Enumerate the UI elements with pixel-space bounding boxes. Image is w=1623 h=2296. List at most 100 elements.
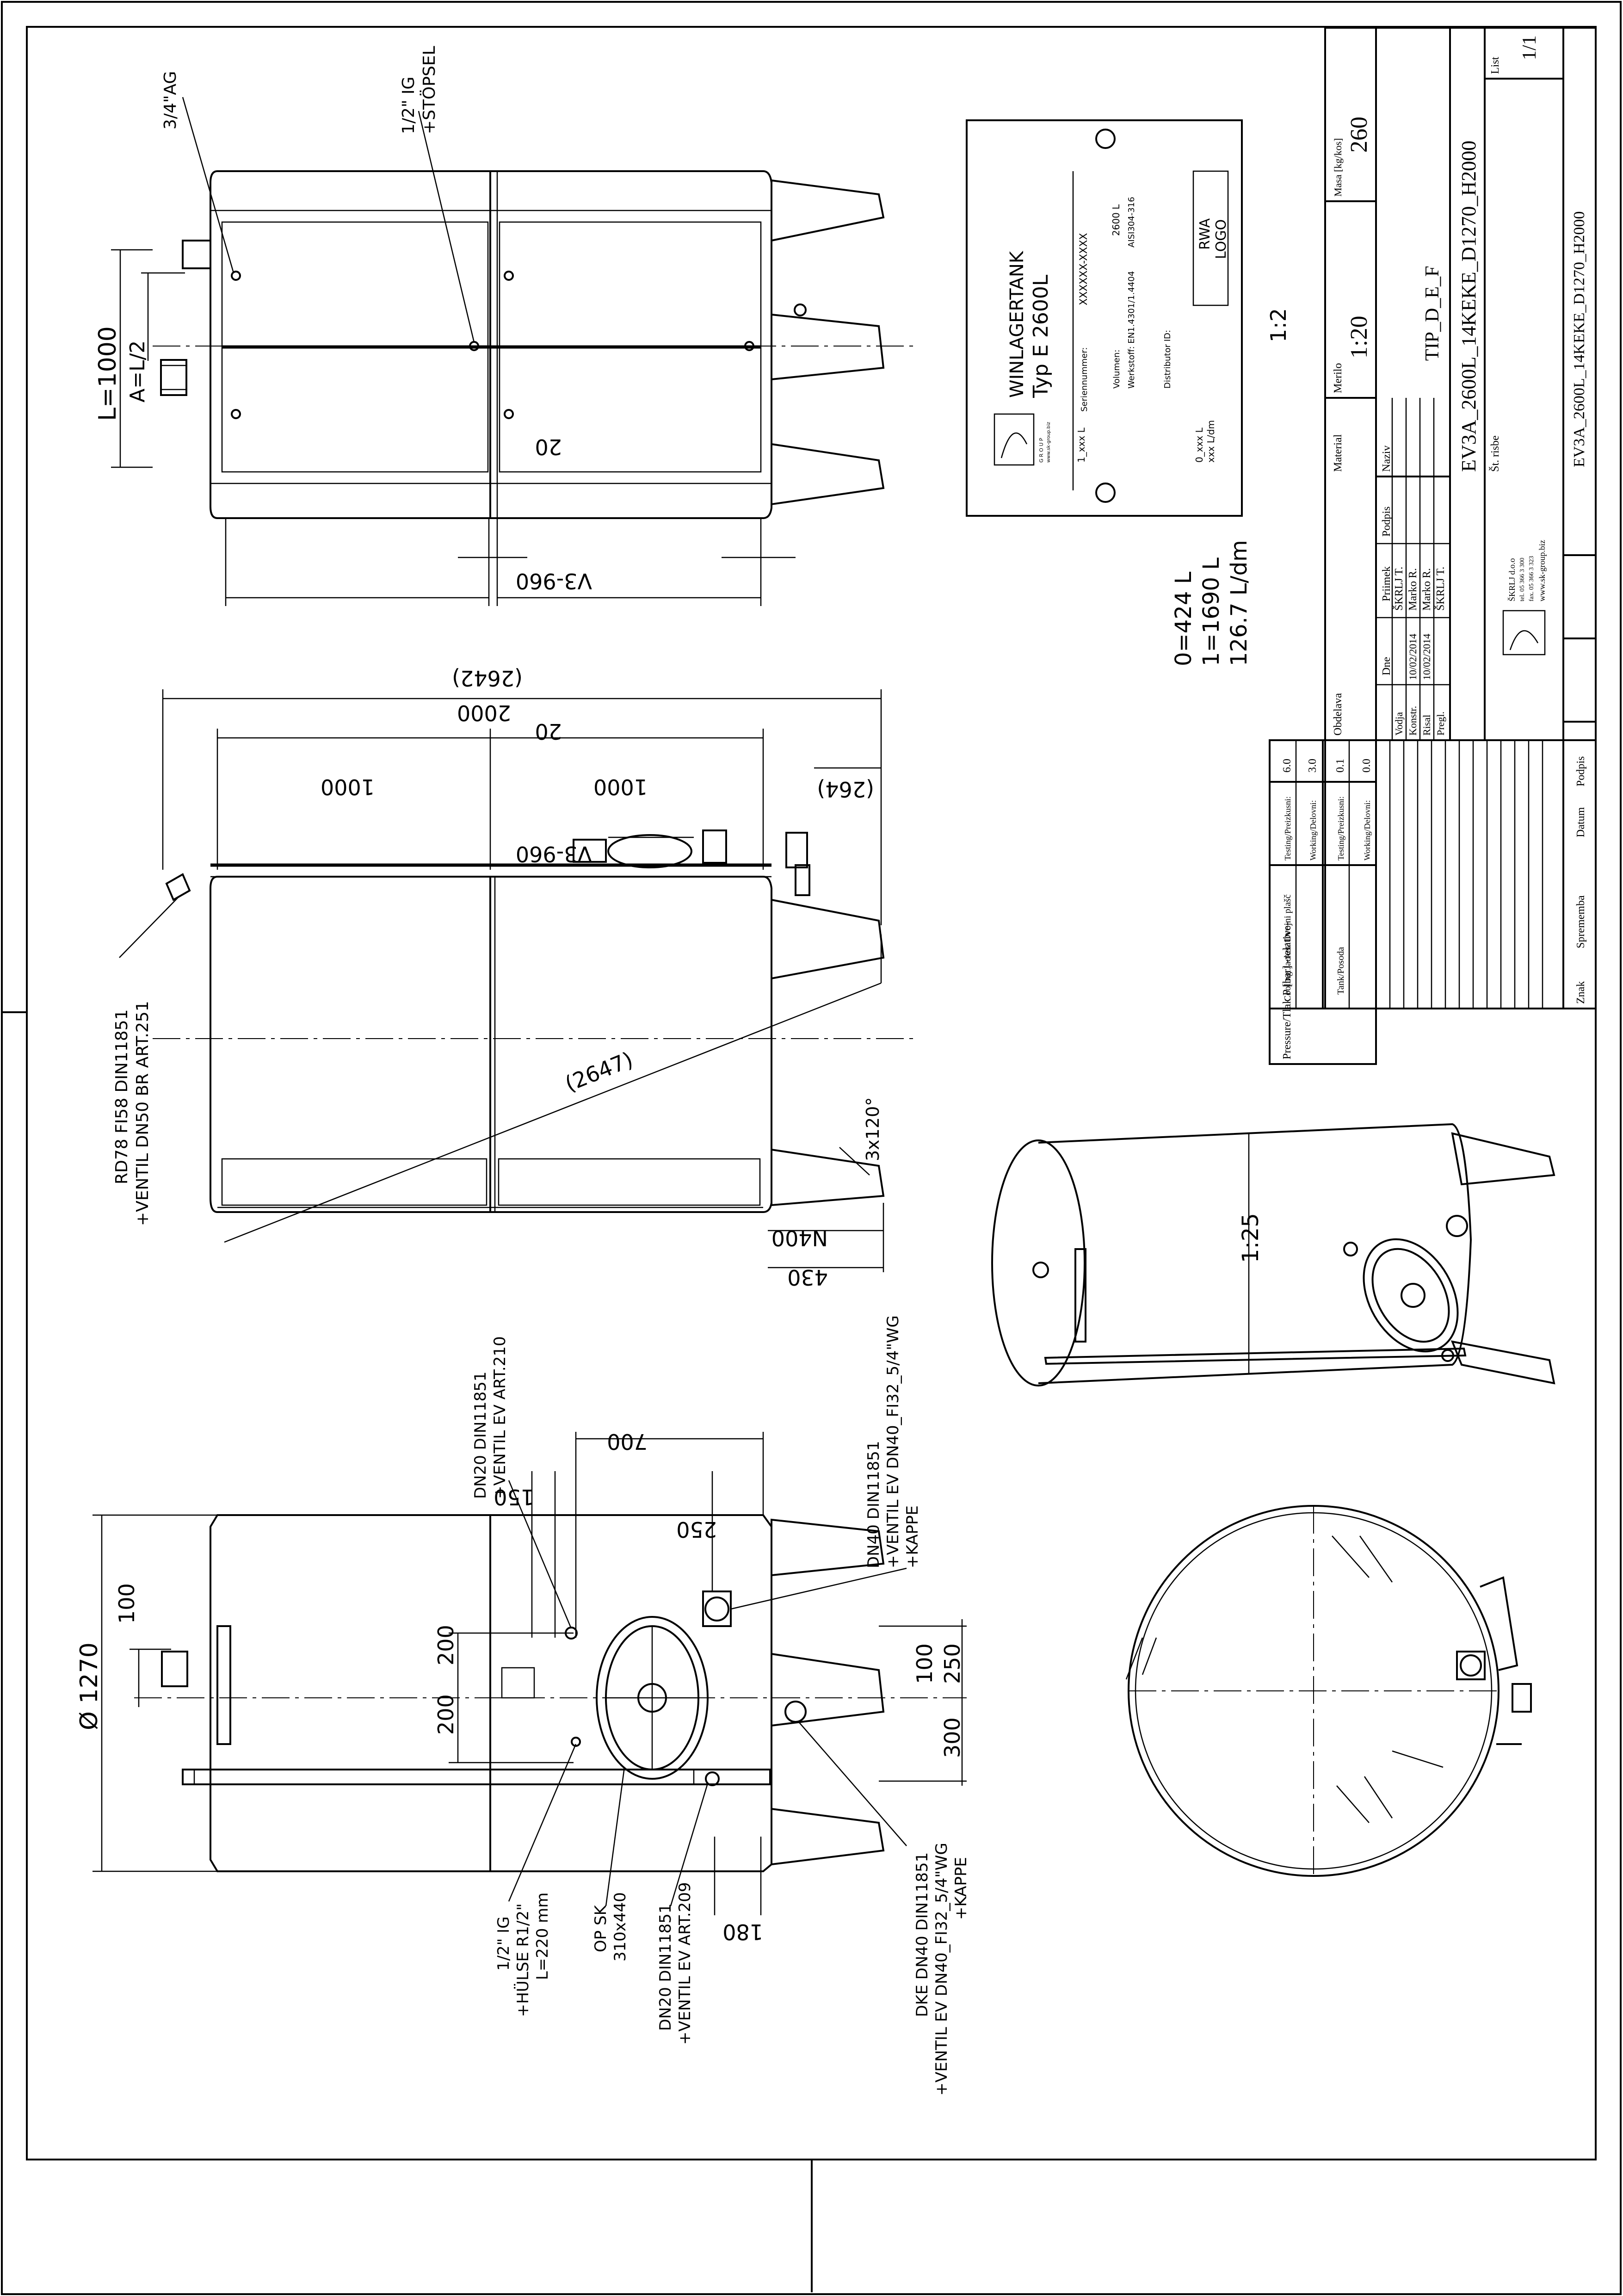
pressure-cooling-working: 3.0 (1307, 759, 1319, 773)
label-rd78-1: RD78 FI58 DIN11851 (112, 1009, 131, 1184)
label-3-4-ag: 3/4"AG (161, 71, 180, 130)
tb-podpis-2: Podpis (1575, 756, 1587, 786)
front-view: Ø 1270 100 200 200 150 700 250 100 250 3… (75, 1315, 970, 2096)
pressure-tank-working: 0.0 (1361, 759, 1373, 773)
volume-line-0: 0=424 L (1171, 571, 1197, 666)
tb-datum: Datum (1575, 807, 1587, 837)
tb-sprememba: Sprememba (1575, 895, 1587, 948)
tb-role-1: Konstr. (1407, 706, 1419, 736)
label-200-b: 200 (433, 1625, 458, 1665)
pressure-testing-label-2: Testing/Preizkusni: (1336, 796, 1345, 860)
tb-naziv-label: Naziv (1381, 446, 1393, 472)
nameplate-brand-web: www.sk-group.biz (1046, 422, 1051, 463)
nameplate-scale-top: 1_xxx L (1076, 427, 1087, 463)
nameplate-scale-bottom-1: 0_xxx L (1194, 427, 1205, 463)
tb-date-1: 10/02/2014 (1407, 634, 1419, 680)
tb-company-3: fax. 05 366 3 323 (1528, 556, 1535, 601)
tb-role-0: Vodja (1393, 712, 1405, 736)
label-l-1000: L=1000 (94, 326, 122, 421)
label-dn20-bot-1: DN20 DIN11851 (656, 1904, 675, 2031)
label-rd78-2: +VENTIL DN50 BR ART.251 (133, 1001, 152, 1226)
label-op-1: OP SK (592, 1904, 610, 1952)
label-dia-1270: Ø 1270 (75, 1642, 103, 1730)
label-hulse-1: 1/2" IG (494, 1916, 513, 1971)
label-v3-left: V3-960 (516, 569, 592, 594)
label-2642: (2642) (452, 666, 523, 691)
label-iso-scale: 1:25 (1238, 1213, 1264, 1263)
tb-st-risbe: Št. risbe (1489, 435, 1501, 472)
tb-company-4: www.sk-group.biz (1537, 540, 1547, 601)
volume-info: 0=424 L 1=1690 L 126.7 L/dm (1171, 540, 1252, 666)
tb-podpis: Podpis (1381, 507, 1393, 537)
label-100-a: 100 (114, 1583, 139, 1624)
label-2647: (2647) (562, 1047, 636, 1096)
tb-merilo-label: Merilo (1332, 363, 1344, 393)
pressure-row1-label: Cooling Jacket/ Dvojni plašč (1283, 894, 1293, 1002)
label-100-b: 100 (912, 1643, 937, 1684)
label-dn40-1: DN40 DIN11851 (864, 1441, 883, 1569)
tb-company-1: ŠKRLJ d.o.o (1507, 558, 1517, 601)
nameplate-scale-bottom-2: xxx L/dm (1205, 420, 1216, 463)
label-dke-1: DKE DN40 DIN11851 (913, 1852, 932, 2017)
nameplate-title: WINLAGERTANK (1006, 250, 1028, 398)
isometric-view: 1:25 (991, 1123, 1555, 1386)
label-dn40-3: +KAPPE (903, 1505, 922, 1568)
label-dn20-top-2: +VENTIL EV ART.210 (491, 1336, 509, 1499)
tb-obdelava: Obdelava (1332, 693, 1344, 736)
nameplate-distributor-label: Distributor ID: (1163, 330, 1173, 389)
label-2000: 2000 (457, 700, 511, 725)
tb-role-3: Pregl. (1435, 712, 1446, 736)
label-dn20-top-1: DN20 DIN11851 (471, 1372, 490, 1499)
sk-group-logo-icon (1502, 610, 1546, 656)
label-150: 150 (494, 1485, 534, 1510)
pressure-row2-label: Tank/Posoda (1336, 947, 1346, 995)
label-dn40-2: +VENTIL EV DN40_FI32_5/4"WG (884, 1315, 902, 1568)
label-hulse-2: +HÜLSE R1/2" (513, 1903, 532, 2017)
label-hulse-3: L=220 mm (533, 1893, 552, 1980)
label-264: (264) (817, 777, 874, 802)
label-700: 700 (607, 1429, 648, 1454)
label-430: 430 (787, 1265, 828, 1290)
nameplate-brand: G R O U P (1038, 438, 1044, 463)
tb-znak: Znak (1575, 981, 1587, 1004)
tb-company-2: tel. 05 366 3 300 (1519, 558, 1526, 602)
pressure-working-label-1: Working/Delovni: (1308, 800, 1318, 860)
tb-name-2: Marko R. (1421, 568, 1433, 611)
label-a-half: A=L/2 (126, 340, 149, 402)
sk-logo-icon (994, 413, 1035, 466)
label-stopsel: +STÖPSEL (420, 46, 439, 134)
nameplate-type: Typ E 2600L (1029, 274, 1053, 398)
tb-list-label: List (1489, 56, 1501, 74)
nameplate: WINLAGERTANK Typ E 2600L G R O U P www.s… (966, 119, 1291, 517)
pressure-tank-testing: 0.1 (1334, 759, 1346, 773)
tb-name-1: Marko R. (1407, 568, 1419, 611)
nameplate-scale-ratio: 1:2 (1266, 308, 1291, 342)
label-250-b: 250 (940, 1643, 965, 1684)
tb-merilo-value: 1:20 (1346, 316, 1372, 359)
pressure-cooling-testing: 6.0 (1281, 759, 1293, 773)
label-n400: N400 (771, 1225, 828, 1250)
nameplate-logo-1: RWA (1197, 218, 1213, 250)
top-view: 3/4"AG 1/2" IG +STÖPSEL L=1000 A=L/2 V3-… (94, 46, 916, 866)
label-op-2: 310x440 (611, 1892, 629, 1962)
label-1000-b: 1000 (593, 774, 648, 799)
tb-role-2: Risal (1421, 715, 1432, 736)
label-ig: 1/2" IG (399, 77, 418, 134)
nameplate-serien-label: Seriennummer: (1080, 347, 1089, 412)
label-gap-right: 20 (535, 719, 562, 744)
tb-material-label: Material (1332, 434, 1344, 472)
nameplate-werkstoff-value: AISI304-316 (1127, 197, 1136, 248)
plan-view (1125, 1505, 1532, 1877)
tb-name-0: ŠKRLJ T. (1393, 567, 1405, 611)
label-200-a: 200 (433, 1694, 458, 1735)
label-3x120: 3x120° (863, 1097, 883, 1161)
tb-dne: Dne (1381, 657, 1393, 675)
pressure-working-label-2: Working/Delovni: (1363, 800, 1372, 860)
tb-masa-label: Masa [kg/kos] (1332, 138, 1344, 197)
tb-drawing-number: EV3A_2600L_14KEKE_D1270_H2000 (1571, 211, 1588, 467)
nameplate-werkstoff-label: Werkstoff: EN1.4301/1.4404 (1127, 271, 1136, 389)
nameplate-logo-2: LOGO (1213, 219, 1229, 259)
label-300: 300 (940, 1717, 965, 1758)
